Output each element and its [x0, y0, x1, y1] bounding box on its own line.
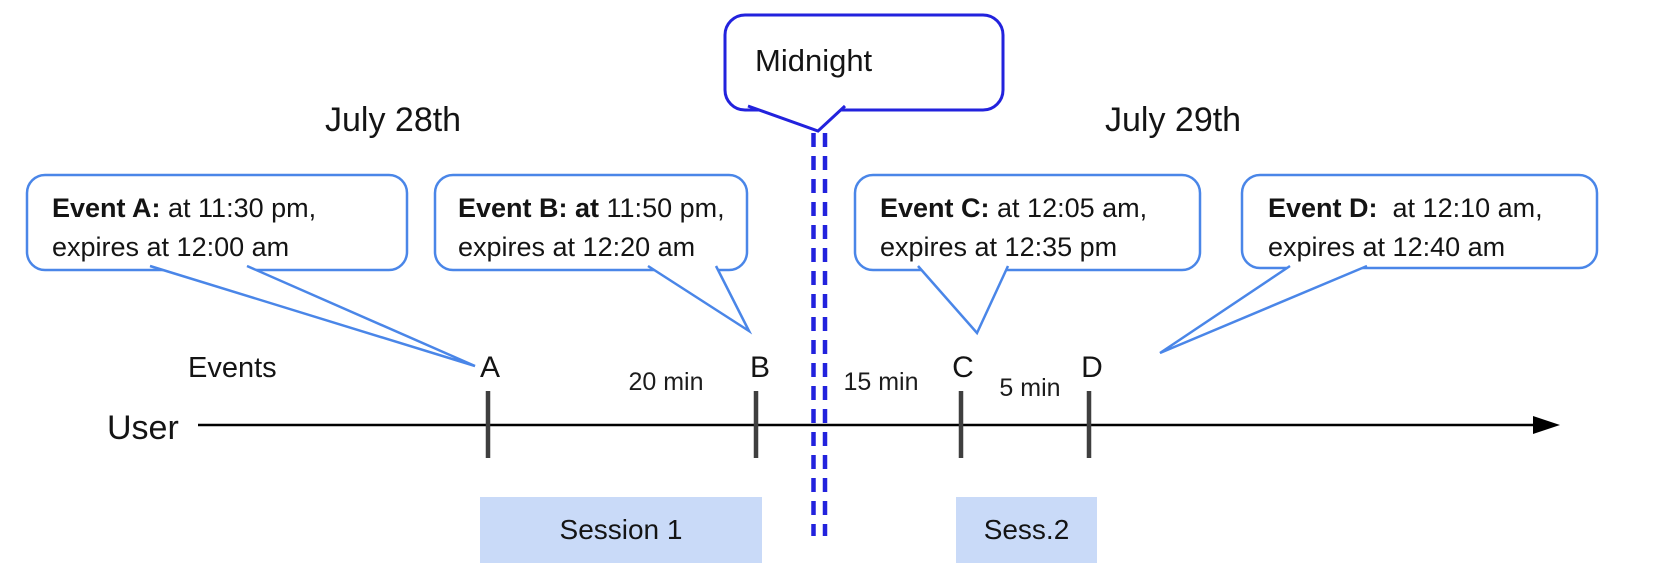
interval-label-5min: 5 min — [999, 374, 1061, 402]
callout-bubble-c — [853, 173, 1202, 272]
midnight-bubble-tail — [747, 104, 847, 133]
callout-d-text: Event D: at 12:10 am, expires at 12:40 a… — [1268, 189, 1543, 267]
callout-bubble-b — [433, 173, 749, 272]
timeline-arrowhead-icon — [1533, 416, 1560, 434]
date-right-label: July 29th — [1105, 101, 1242, 139]
callout-c-time: at 12:05 am, — [989, 193, 1148, 223]
callout-bubble-d — [1240, 173, 1599, 270]
callout-b-text: Event B: at 11:50 pm, expires at 12:20 a… — [458, 189, 725, 267]
session-1-label: Session 1 — [559, 514, 683, 545]
callout-tail-c — [917, 265, 1010, 336]
callout-c-title: Event C: — [880, 193, 990, 223]
callout-c-expiry: expires at 12:35 pm — [880, 232, 1118, 262]
callout-b-time: 11:50 pm, — [599, 193, 725, 223]
session-1-bar — [480, 497, 762, 563]
callout-a-text: Event A: at 11:30 pm, expires at 12:00 a… — [52, 189, 316, 267]
callout-d-expiry: expires at 12:40 am — [1268, 232, 1506, 262]
tick-label-a: A — [479, 351, 501, 384]
session-2-bar — [956, 497, 1097, 563]
midnight-label: Midnight — [755, 43, 873, 78]
user-axis-label: User — [107, 409, 179, 447]
callout-a-time: at 11:30 pm, — [160, 193, 317, 223]
callout-tail-d — [1159, 264, 1368, 355]
tick-label-b: B — [749, 351, 771, 384]
midnight-bubble — [723, 13, 1005, 112]
interval-label-20min: 20 min — [628, 368, 704, 396]
session-2-label: Sess.2 — [983, 514, 1070, 545]
callout-a-title: Event A: — [52, 193, 161, 223]
date-left-label: July 28th — [325, 101, 462, 139]
callout-b-title: Event B: at — [458, 193, 600, 223]
tick-label-d: D — [1081, 351, 1103, 384]
callout-tail-b — [647, 264, 753, 335]
events-axis-label: Events — [188, 352, 277, 384]
callout-c-text: Event C: at 12:05 am, expires at 12:35 p… — [880, 189, 1147, 267]
callout-d-title: Event D: — [1268, 193, 1378, 223]
callout-d-time: at 12:10 am, — [1377, 193, 1543, 223]
callout-tail-a — [149, 264, 476, 368]
callout-b-expiry: expires at 12:20 am — [458, 232, 696, 262]
tick-label-c: C — [952, 351, 974, 384]
callout-a-expiry: expires at 12:00 am — [52, 232, 290, 262]
interval-label-15min: 15 min — [843, 368, 919, 396]
